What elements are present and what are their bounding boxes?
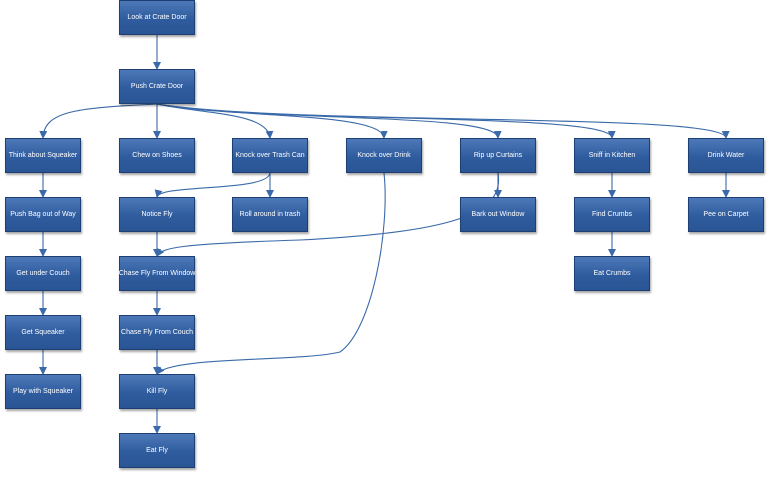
node-notice-fly[interactable]: Notice Fly <box>119 197 195 232</box>
node-eat-fly[interactable]: Eat Fly <box>119 433 195 468</box>
node-push-crate-door[interactable]: Push Crate Door <box>119 69 195 104</box>
node-kill-fly[interactable]: Kill Fly <box>119 374 195 409</box>
node-play-with-squeaker[interactable]: Play with Squeaker <box>5 374 81 409</box>
node-find-crumbs[interactable]: Find Crumbs <box>574 197 650 232</box>
node-bark-out-window[interactable]: Bark out Window <box>460 197 536 232</box>
node-sniff-in-kitchen[interactable]: Sniff in Kitchen <box>574 138 650 173</box>
node-get-squeaker[interactable]: Get Squeaker <box>5 315 81 350</box>
edge-push-to-think-about-squeaker <box>39 103 158 139</box>
node-knock-over-drink[interactable]: Knock over Drink <box>346 138 422 173</box>
node-pee-on-carpet[interactable]: Pee on Carpet <box>688 197 764 232</box>
node-chase-fly-from-couch[interactable]: Chase Fly From Couch <box>119 315 195 350</box>
node-drink-water[interactable]: Drink Water <box>688 138 764 173</box>
node-knock-over-trash-can[interactable]: Knock over Trash Can <box>232 138 308 173</box>
edge-trash-can-to-notice-fly <box>154 172 271 198</box>
node-push-bag-out-of-way[interactable]: Push Bag out of Way <box>5 197 81 232</box>
node-chase-fly-from-window[interactable]: Chase Fly From Window <box>119 256 195 291</box>
edge-push-to-knock-over-trash-can <box>156 103 274 139</box>
node-chew-on-shoes[interactable]: Chew on Shoes <box>119 138 195 173</box>
node-rip-up-curtains[interactable]: Rip up Curtains <box>460 138 536 173</box>
node-look-at-crate-door[interactable]: Look at Crate Door <box>119 0 195 35</box>
node-roll-around-in-trash[interactable]: Roll around in trash <box>232 197 308 232</box>
edge-curtains-to-chase-window <box>156 172 500 257</box>
edge-drink-to-kill-fly <box>156 172 386 375</box>
node-eat-crumbs[interactable]: Eat Crumbs <box>574 256 650 291</box>
node-get-under-couch[interactable]: Get under Couch <box>5 256 81 291</box>
node-think-about-squeaker[interactable]: Think about Squeaker <box>5 138 81 173</box>
edge-push-to-drink-water <box>156 103 730 139</box>
